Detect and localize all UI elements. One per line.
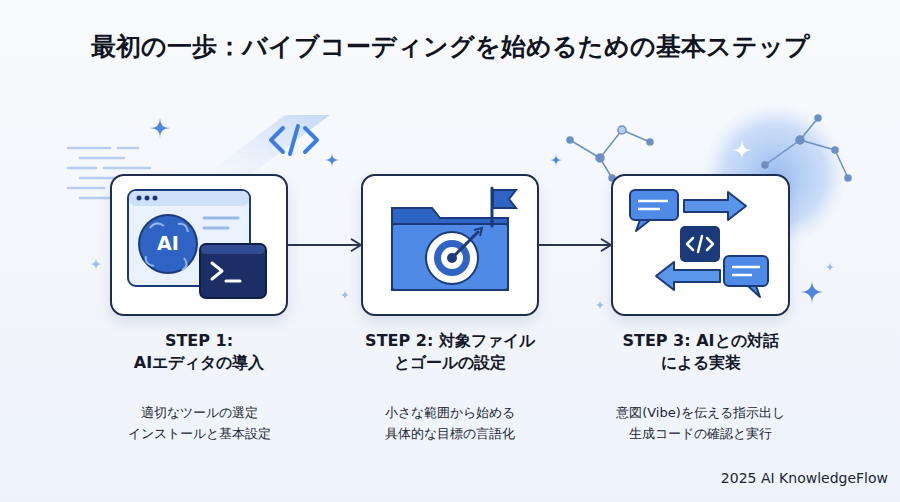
step-heading: STEP 2: 対象ファイル とゴールの設定: [355, 330, 545, 374]
network-graph: [567, 115, 851, 181]
step-box: STEP 2: 対象ファイル とゴールの設定小さな範囲から始める 具体的な目標の…: [361, 174, 539, 316]
watermark: 2025 AI KnowledgeFlow: [700, 470, 888, 486]
folder-goal-icon: [392, 188, 516, 290]
flow-arrow: [539, 239, 611, 250]
step-description: 意図(Vibe)を伝える指示出し 生成コードの確認と実行: [596, 402, 806, 444]
flow-arrow: [288, 239, 361, 250]
diagram-title: 最初の一歩：バイブコーディングを始めるための基本ステップ: [20, 30, 880, 63]
step-box: STEP 3: AIとの対話 による実装意図(Vibe)を伝える指示出し 生成コ…: [611, 174, 790, 316]
step-description: 小さな範囲から始める 具体的な目標の言語化: [345, 402, 555, 444]
light-streak: [205, 115, 330, 175]
ai-editor-icon: [128, 190, 266, 298]
step-heading: STEP 1: AIエディタの導入: [104, 330, 294, 374]
step-box: STEP 1: AIエディタの導入適切なツールの選定 インストールと基本設定: [110, 174, 288, 316]
dialogue-icon: [630, 190, 768, 297]
code-icon: [271, 126, 317, 154]
step-heading: STEP 3: AIとの対話 による実装: [606, 330, 796, 374]
step-description: 適切なツールの選定 インストールと基本設定: [94, 402, 304, 444]
icon-text: AI: [148, 232, 188, 254]
